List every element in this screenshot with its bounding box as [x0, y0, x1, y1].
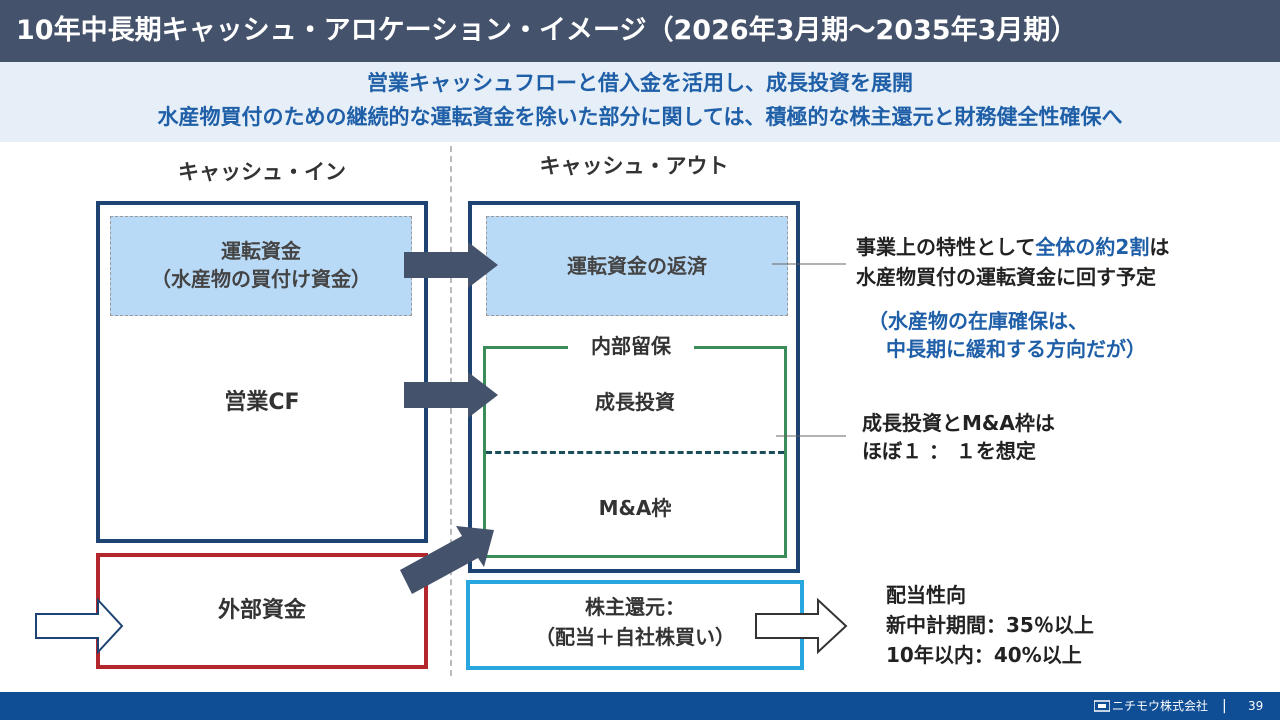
payout-ratio-10year: 10年以内：40%以上: [886, 643, 1082, 667]
dividend-policy-arrow: [755, 597, 848, 655]
note-inventory-line1: （水産物の在庫確保は、: [868, 309, 1088, 333]
note-ratio-line1: 成長投資とM&A枠は: [862, 411, 1055, 435]
note-ratio-line2: ほぼ１ ： １を想定: [862, 439, 1036, 463]
external-funds-label: 外部資金: [217, 598, 306, 623]
growth-investment-label: 成長投資: [595, 390, 675, 414]
cash-in-heading: キャッシュ・イン: [178, 160, 346, 184]
page-title: 10年中長期キャッシュ・アロケーション・イメージ（2026年3月期～2035年3…: [16, 15, 1078, 46]
operating-cf-label: 営業CF: [224, 390, 300, 415]
operating-cf-arrow: [404, 372, 498, 418]
internal-reserve-label: 内部留保: [568, 331, 694, 361]
shareholder-returns-sublabel: （配当＋自社株買い）: [535, 625, 735, 649]
shareholder-returns-label: 株主還元：: [585, 595, 685, 619]
note1-highlight: 全体の約2割: [1035, 235, 1150, 259]
payout-ratio-heading: 配当性向: [886, 583, 966, 607]
inflow-arrow: [35, 597, 124, 655]
footer-bar: [0, 692, 1280, 720]
working-capital-label: 運転資金: [221, 239, 301, 263]
ma-frame-label: M&A枠: [598, 496, 672, 520]
external-funds-arrow: [400, 526, 494, 594]
note-working-capital-plan: 水産物買付の運転資金に回す予定: [856, 265, 1156, 289]
subtitle-line-2: 水産物買付のための継続的な運転資金を除いた部分に関しては、積極的な株主還元と財務…: [157, 105, 1123, 129]
note1-text-a: 事業上の特性として: [856, 235, 1036, 259]
page-number: 39: [1248, 699, 1264, 713]
repayment-label: 運転資金の返済: [567, 254, 707, 278]
column-divider: [450, 146, 452, 676]
working-capital-arrow: [404, 242, 498, 288]
note-working-capital-ratio: 事業上の特性として全体の約2割は: [856, 232, 1169, 262]
note-inventory-line2: 中長期に緩和する方向だが）: [886, 337, 1146, 361]
operating-cf-box: [96, 201, 428, 543]
split-divider: [486, 451, 784, 454]
footer-company: ニチモウ株式会社: [1112, 699, 1209, 713]
working-capital-sublabel: （水産物の買付け資金）: [151, 267, 371, 291]
cash-out-heading: キャッシュ・アウト: [539, 154, 729, 178]
subtitle-line-1: 営業キャッシュフローと借入金を活用し、成長投資を展開: [367, 71, 913, 95]
note1-text-c: は: [1149, 235, 1170, 259]
working-capital-box: [110, 216, 412, 316]
payout-ratio-midterm: 新中計期間：35％以上: [886, 613, 1094, 637]
footer-separator: |: [1222, 698, 1227, 714]
repayment-box: [486, 216, 788, 316]
subtitle-band: [0, 62, 1280, 142]
company-logo-icon: [1093, 698, 1111, 712]
title-bar: [0, 0, 1280, 62]
